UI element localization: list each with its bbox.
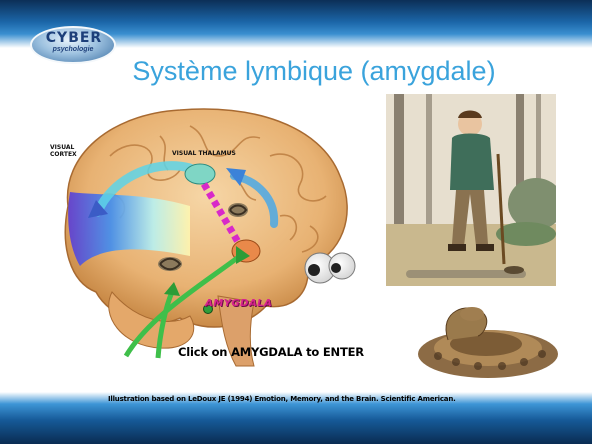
snake-on-ground [504,266,524,274]
illustration-credit: Illustration based on LeDoux JE (1994) E… [108,395,456,403]
logo-line-1: CYBER [44,30,104,46]
eyes [305,253,355,283]
label-visual-cortex-line1: VISUAL [50,144,77,151]
brain-illustration [40,96,390,376]
enter-instruction[interactable]: Click on AMYGDALA to ENTER [178,345,364,359]
label-visual-thalamus: VISUAL THALAMUS [172,150,236,157]
logo-line-2: psychologie [36,46,110,53]
snake-thumbnail-1 [228,203,248,217]
slide-title: Système lymbique (amygdale) [64,56,564,87]
snake-thumbnail-2 [158,257,182,271]
rattlesnake-illustration [408,300,566,382]
label-visual-cortex: VISUAL CORTEX [50,144,77,158]
amygdala-link[interactable]: AMYGDALA [205,298,272,309]
man-in-forest-illustration [386,94,556,286]
visual-thalamus [185,164,215,184]
label-visual-cortex-line2: CORTEX [50,151,77,158]
